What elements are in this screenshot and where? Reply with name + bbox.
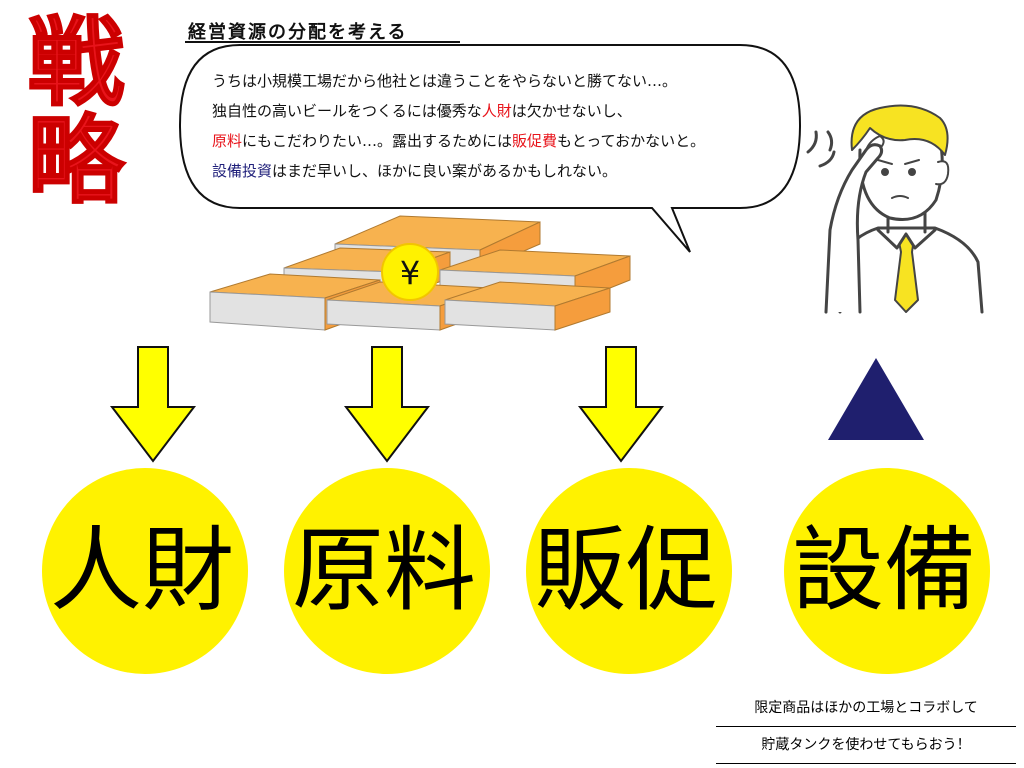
speech-line-3: 原料にもこだわりたい…。露出するためには販促費もとっておかないと。 [212,132,706,150]
footer-note-line-1: 限定商品はほかの工場とコラボして [716,690,1016,727]
down-arrow-icon [577,346,665,463]
footer-note: 限定商品はほかの工場とコラボして 貯蔵タンクを使わせてもらおう！ [716,690,1016,764]
resource-circle-hansoku [526,468,732,674]
highlight-jinzai: 人財 [481,102,512,120]
resource-label-jinzai: 人財 [49,517,234,624]
resource-label-hansoku: 販促 [533,517,718,624]
strategy-title-char-2: 略 [27,104,125,217]
resource-label-genryo: 原料 [291,517,476,624]
down-arrow-icon [343,346,431,463]
illustration-layer: ¥ [209,104,984,331]
worried-man-illustration [806,104,984,314]
gold-bars-icon: ¥ [209,215,631,331]
yen-symbol: ¥ [400,254,420,292]
yen-coin-icon [381,243,439,301]
speech-line-2: 独自性の高いビールをつくるには優秀な人財は欠かせないし、 [212,102,632,120]
down-arrow-icon [109,346,197,463]
strategy-title-char-1: 戦 [27,6,125,119]
speech-text: うちは小規模工場だから他社とは違うことをやらないと勝てない…。 独自性の高いビー… [212,66,812,186]
speech-bubble [178,41,802,253]
highlight-genryo: 原料 [212,132,243,150]
subtitle: 経営資源の分配を考える [188,22,408,43]
resource-circle-setsubi [784,468,990,674]
strategy-title: 戦 略 [27,6,138,217]
highlight-setsubi-toshi: 設備投資 [212,162,273,180]
resource-circle-jinzai [42,468,248,674]
speech-line-4: 設備投資はまだ早いし、ほかに良い案があるかもしれない。 [212,162,618,180]
highlight-hansokuhi: 販促費 [512,132,558,150]
speech-line-1: うちは小規模工場だから他社とは違うことをやらないと勝てない…。 [212,72,678,90]
up-triangle-icon [828,358,924,440]
footer-note-line-2: 貯蔵タンクを使わせてもらおう！ [716,727,1016,764]
resource-label-setsubi: 設備 [791,517,976,624]
resource-circle-genryo [284,468,490,674]
